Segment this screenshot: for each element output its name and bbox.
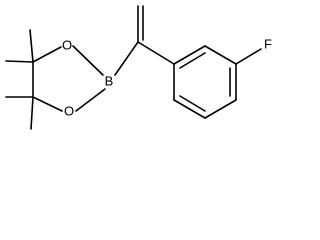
- bond-vinyl-to-aryl: [137, 41, 175, 65]
- bond-boron-to-o-upper: [72, 45, 104, 76]
- dioxaborolane-ring-bonds: [32, 45, 106, 112]
- bond-c5-to-o-lower: [32, 96, 63, 112]
- bond-o-upper-to-c4: [32, 46, 62, 63]
- benzene-ring-bonds: [173, 45, 237, 119]
- bond-boron-to-vinyl-carbon: [114, 41, 139, 76]
- bond-aryl-to-fluorine: [235, 48, 262, 65]
- ring-bond-4: [204, 99, 237, 119]
- ring-inner-bond-c: [179, 95, 206, 112]
- vinylidene-double-bond: [137, 5, 144, 43]
- oxygen-upper-label: O: [62, 37, 72, 52]
- ring-inner-bond-a: [179, 52, 206, 69]
- methyl-c4-left: [5, 60, 34, 63]
- fluorine-label: F: [264, 36, 272, 51]
- methyl-c5-lower: [30, 96, 34, 130]
- bond-o-lower-to-boron: [75, 88, 106, 112]
- methyl-c4-upper: [29, 29, 34, 63]
- oxygen-lower-label: O: [64, 103, 74, 118]
- boron-label: B: [105, 73, 114, 88]
- structure-diagram: O O B F: [5, 5, 272, 130]
- ring-bond-5: [173, 99, 206, 119]
- ring-bond-1: [173, 45, 206, 65]
- ring-bond-2: [204, 45, 237, 65]
- methyl-bonds: [5, 29, 34, 130]
